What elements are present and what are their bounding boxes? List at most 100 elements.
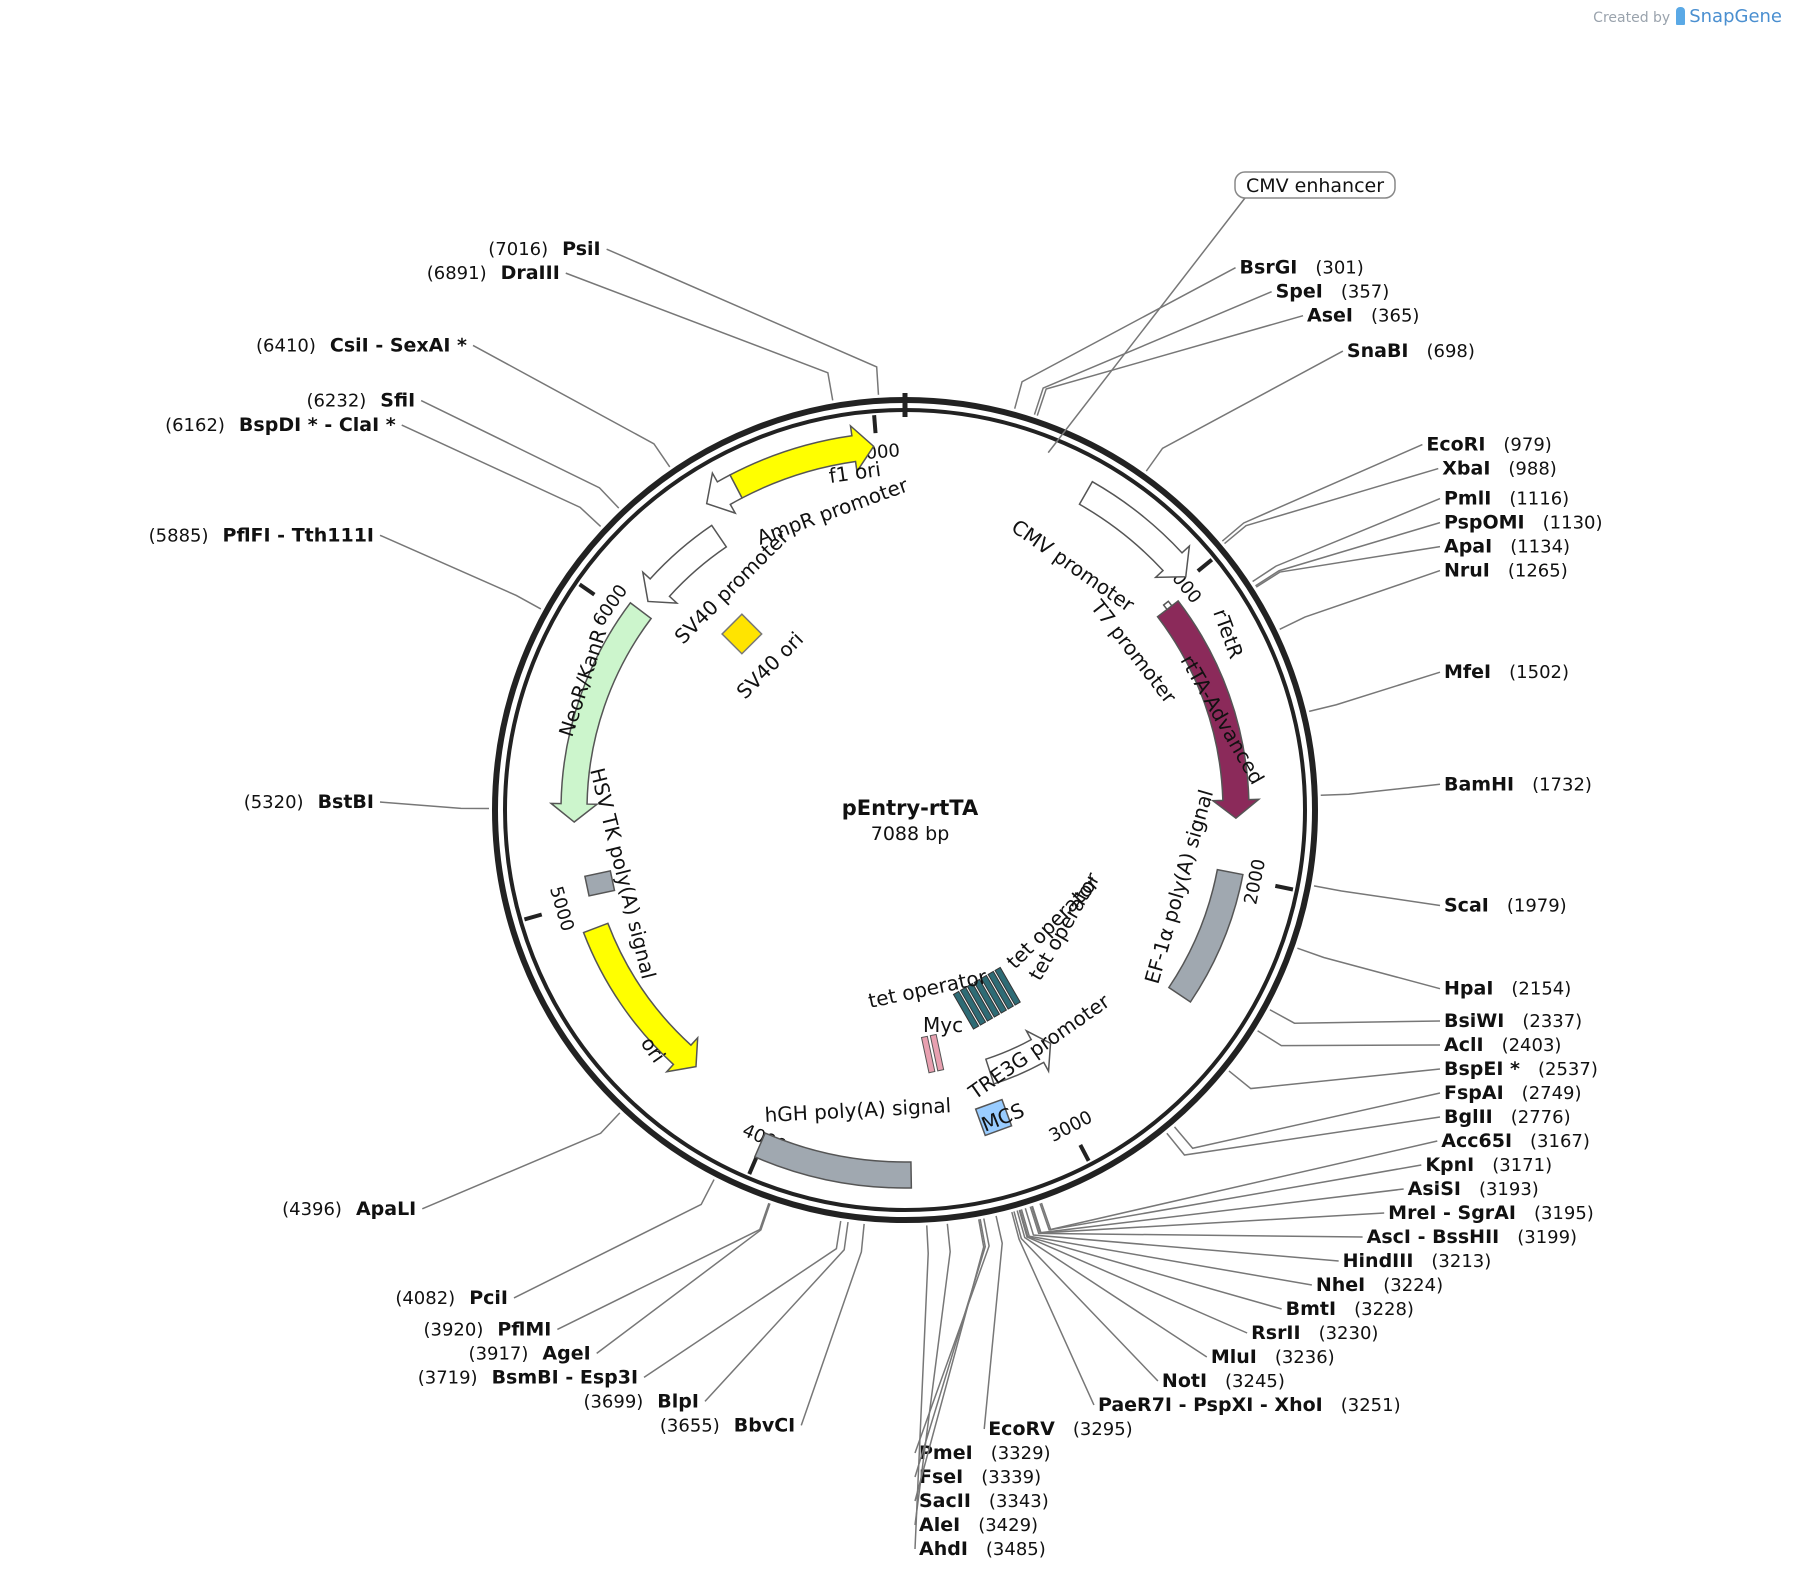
- feature-ori-6[interactable]: [582, 922, 699, 1073]
- site-position: (301): [1315, 258, 1363, 279]
- feature-tet-operator-block-5[interactable]: [987, 970, 1014, 1010]
- site-mfei[interactable]: MfeI(1502): [1444, 661, 1569, 683]
- site-paer7i-pspxi-xhoi[interactable]: PaeR7I - PspXI - XhoI(3251): [1098, 1394, 1401, 1416]
- site-name: HpaI: [1444, 978, 1493, 1000]
- feature-tet-operator-block-6[interactable]: [994, 966, 1021, 1006]
- feature-label-hgh-polya: hGH poly(A) signal: [764, 1093, 952, 1127]
- site-sfii[interactable]: SfiI(6232): [306, 390, 415, 412]
- site-name: ScaI: [1444, 894, 1489, 916]
- site-pmli[interactable]: PmlI(1116): [1444, 488, 1569, 510]
- site-blpi[interactable]: BlpI(3699): [583, 1390, 699, 1412]
- feature-tet-operator-block-2[interactable]: [966, 982, 994, 1022]
- site-ahdi[interactable]: AhdI(3485): [919, 1538, 1046, 1560]
- site-ecorv[interactable]: EcoRV(3295): [988, 1418, 1132, 1440]
- site-rsrii[interactable]: RsrII(3230): [1251, 1322, 1378, 1344]
- site-pcii[interactable]: PciI(4082): [395, 1287, 508, 1309]
- site-position: (698): [1427, 341, 1475, 362]
- site-name: PflMI: [497, 1318, 551, 1340]
- site-position: (3699): [583, 1391, 643, 1412]
- site-pflmi[interactable]: PflMI(3920): [424, 1318, 552, 1340]
- feature-rtta-advanced-15[interactable]: [1156, 599, 1262, 820]
- features-layer[interactable]: [548, 423, 1262, 1189]
- leader-apai: [1255, 545, 1441, 588]
- site-apali[interactable]: ApaLI(4396): [282, 1198, 416, 1220]
- site-name: XbaI: [1442, 458, 1490, 480]
- site-position: (1265): [1508, 561, 1568, 582]
- feature-ampr-promoter-1[interactable]: [705, 471, 744, 515]
- site-kpni[interactable]: KpnI(3171): [1425, 1154, 1552, 1176]
- site-sacii[interactable]: SacII(3343): [919, 1490, 1049, 1512]
- feature-tre3g-promoter-9[interactable]: [984, 1029, 1052, 1085]
- feature-tet-operator-block-4[interactable]: [980, 974, 1008, 1014]
- feature-f1-ori-0[interactable]: [728, 423, 875, 500]
- site-hpai[interactable]: HpaI(2154): [1444, 978, 1571, 1000]
- site-bamhi[interactable]: BamHI(1732): [1444, 773, 1592, 795]
- site-bbvci[interactable]: BbvCI(3655): [660, 1414, 795, 1436]
- feature-myc-10-b[interactable]: [929, 1033, 945, 1072]
- feature-tet-operator-block-1[interactable]: [959, 986, 987, 1026]
- site-asisi[interactable]: AsiSI(3193): [1408, 1178, 1539, 1200]
- leader-bspdi-clai: [401, 424, 602, 528]
- site-psii[interactable]: PsiI(7016): [488, 238, 600, 260]
- site-name: NotI: [1162, 1370, 1207, 1392]
- site-snabi[interactable]: SnaBI(698): [1347, 340, 1475, 362]
- site-pflfi-tth111i[interactable]: PflFI - Tth111I(5885): [149, 524, 374, 546]
- leader-pmli: [1252, 497, 1441, 583]
- site-agei[interactable]: AgeI(3917): [469, 1342, 591, 1364]
- site-apai[interactable]: ApaI(1134): [1444, 536, 1570, 558]
- site-xbai[interactable]: XbaI(988): [1442, 458, 1557, 480]
- site-ecori[interactable]: EcoRI(979): [1426, 434, 1551, 456]
- site-asci-bsshii[interactable]: AscI - BssHII(3199): [1367, 1226, 1577, 1248]
- feature-myc-10[interactable]: [920, 1035, 936, 1074]
- plasmid-length: 7088 bp: [871, 823, 950, 845]
- feature-t7-promoter-17[interactable]: [1162, 600, 1173, 611]
- site-nrui[interactable]: NruI(1265): [1444, 560, 1568, 582]
- site-bsmbi-esp3i[interactable]: BsmBI - Esp3I(3719): [418, 1366, 638, 1388]
- leader-bglii: [1166, 1116, 1441, 1156]
- site-noti[interactable]: NotI(3245): [1162, 1370, 1285, 1392]
- site-position: (1732): [1532, 774, 1592, 795]
- feature-neor-kanr-4[interactable]: [548, 601, 653, 823]
- site-alei[interactable]: AleI(3429): [919, 1514, 1038, 1536]
- leader-bamhi: [1320, 783, 1441, 797]
- site-acli[interactable]: AclI(2403): [1444, 1034, 1561, 1056]
- site-fspai[interactable]: FspAI(2749): [1444, 1082, 1582, 1104]
- site-nhei[interactable]: NheI(3224): [1316, 1274, 1443, 1296]
- site-bspei[interactable]: BspEI *(2537): [1444, 1058, 1598, 1080]
- feature-cmv-promoter-18[interactable]: [1078, 480, 1191, 579]
- feature-sv40-ori-3[interactable]: [721, 613, 763, 655]
- site-fsei[interactable]: FseI(3339): [919, 1466, 1041, 1488]
- site-position: (4082): [395, 1288, 455, 1309]
- site-hindiii[interactable]: HindIII(3213): [1343, 1250, 1492, 1272]
- site-scai[interactable]: ScaI(1979): [1444, 894, 1567, 916]
- site-asei[interactable]: AseI(365): [1307, 305, 1419, 327]
- leader-asisi: [1031, 1188, 1404, 1234]
- site-pspomi[interactable]: PspOMI(1130): [1444, 512, 1603, 534]
- feature-ef-1-poly-a-signal-14[interactable]: [1167, 868, 1244, 1004]
- site-position: (3193): [1479, 1179, 1539, 1200]
- site-position: (2337): [1522, 1011, 1582, 1032]
- site-bmti[interactable]: BmtI(3228): [1286, 1298, 1414, 1320]
- site-position: (3195): [1534, 1203, 1594, 1224]
- site-mlui[interactable]: MluI(3236): [1211, 1346, 1335, 1368]
- site-bspdi-clai[interactable]: BspDI * - ClaI *(6162): [165, 414, 396, 436]
- feature-mcs-8[interactable]: [974, 1098, 1013, 1137]
- site-pmei[interactable]: PmeI(3329): [919, 1442, 1051, 1464]
- site-spei[interactable]: SpeI(357): [1276, 281, 1390, 303]
- site-acc65i[interactable]: Acc65I(3167): [1441, 1130, 1590, 1152]
- site-mrei-sgrai[interactable]: MreI - SgrAI(3195): [1388, 1202, 1594, 1224]
- feature-tet-operator-block-3[interactable]: [973, 978, 1001, 1018]
- leader-scai: [1313, 885, 1441, 907]
- site-csii-sexai[interactable]: CsiI - SexAI *(6410): [256, 334, 467, 356]
- site-bglii[interactable]: BglII(2776): [1444, 1106, 1571, 1128]
- feature-hsv-tk-poly-a-signal-5[interactable]: [584, 869, 616, 897]
- site-position: (979): [1503, 435, 1551, 456]
- site-bsiwi[interactable]: BsiWI(2337): [1444, 1010, 1582, 1032]
- site-bstbi[interactable]: BstBI(5320): [244, 791, 374, 813]
- site-draiii[interactable]: DraIII(6891): [427, 262, 560, 284]
- site-name: PmeI: [919, 1442, 973, 1464]
- feature-hgh-poly-a-signal-7[interactable]: [753, 1132, 913, 1189]
- feature-tet-operator-block-0[interactable]: [952, 990, 980, 1030]
- site-bsrgi[interactable]: BsrGI(301): [1240, 257, 1364, 279]
- feature-sv40-promoter-2[interactable]: [641, 524, 728, 604]
